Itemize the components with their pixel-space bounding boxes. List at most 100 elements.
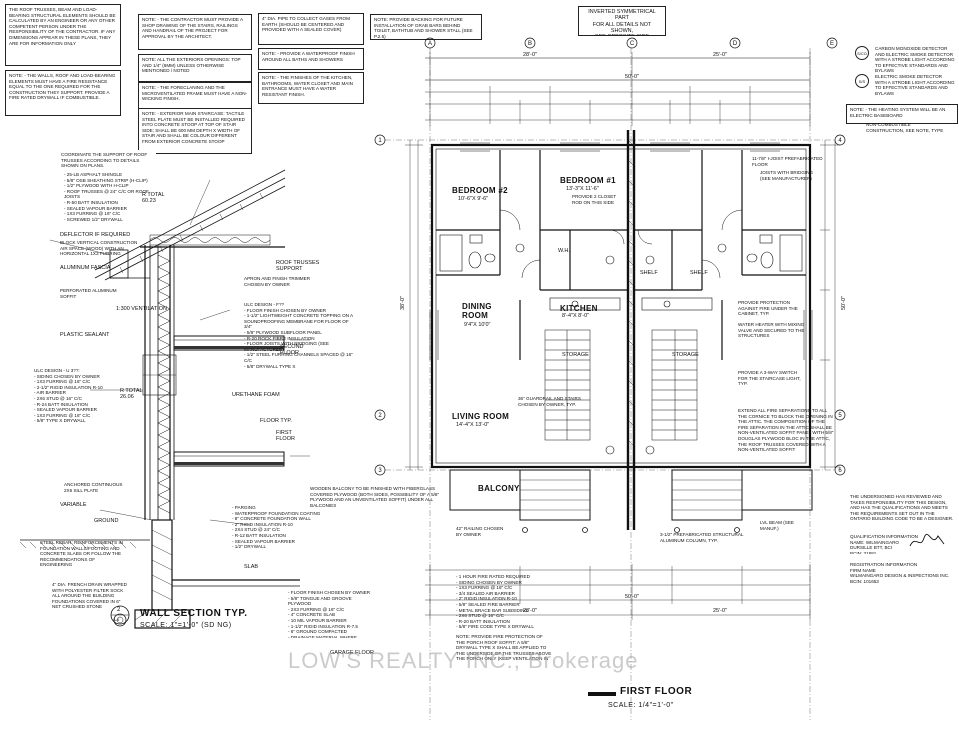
dim-bottom-right: 25'-0" xyxy=(713,608,727,614)
label-coordinate: Coordinate the support of roof trusses a… xyxy=(58,150,156,172)
label-soffit: Perforated aluminum soffit xyxy=(60,288,117,299)
note-fire-partition: Extend all fire separations to all the c… xyxy=(738,408,834,453)
label-grade: Ground xyxy=(94,518,119,524)
grid-row-4: 4 xyxy=(838,138,842,144)
label-shelf-right: SHELF xyxy=(690,270,708,276)
label-anchored: Anchored continuous 2x6 sill plate xyxy=(64,482,123,493)
note-heating: Note: - The heating system will be an el… xyxy=(846,104,958,124)
wall-section-drawing xyxy=(19,169,310,629)
room-living-dim: 14'-4"X 13'-0" xyxy=(456,422,490,428)
label-joists: Joists with bridging (see manufacturer) xyxy=(760,170,814,181)
grid-row-1: 1 xyxy=(378,138,382,144)
grid-row-6: 6 xyxy=(838,468,842,474)
label-closet: Provide 2 closet rod on this side xyxy=(572,194,617,205)
note-all-exteriors: Note: All the exteriors openings: top an… xyxy=(138,54,252,82)
note-finishes: Note: - The finishes of the kitchen, bat… xyxy=(258,72,364,104)
grid-col-a: A xyxy=(428,41,432,47)
label-first-floor: First floor xyxy=(276,430,295,442)
registration-info: REGISTRATION INFORMATION Firm name Wilma… xyxy=(850,562,950,584)
label-storage-left: STORAGE xyxy=(562,352,589,358)
label-aluminum-fascia: Aluminum fascia xyxy=(60,265,111,271)
grid-row-3: 3 xyxy=(378,468,382,474)
label-roof-support: Roof trusses support xyxy=(276,260,320,272)
label-ulc-fire: - 1 hour fire rated required - siding ch… xyxy=(456,574,534,630)
wall-section-scale: SCALE: 1"=1'-0" (SD NG) xyxy=(140,622,232,629)
label-apron: Apron and finish trimmer chosen by owner xyxy=(244,276,311,287)
label-guardrail: 36" guardrail and stairs chosen by owner… xyxy=(518,396,581,407)
label-ventilation: 1:300 ventilation xyxy=(116,306,167,312)
legend-smoke: Electric smoke detector with a strobe li… xyxy=(872,72,958,96)
label-ulc-wall: ULC design - U 3??: - Siding chosen by o… xyxy=(34,368,103,424)
dim-bottom-left: 28'-0" xyxy=(523,608,537,614)
smoke-detector-icon: S/S xyxy=(855,74,869,88)
watermark-text: LOW'S REALTY INC., Brokerage xyxy=(288,648,639,673)
note-foreclaning: Note: - The foreclaning and the microven… xyxy=(138,82,252,110)
room-dining: DINING ROOM xyxy=(462,302,492,320)
note-non-combustible: Non-combustible construction, see note, … xyxy=(866,122,944,133)
label-storage-right: STORAGE xyxy=(672,352,699,358)
note-walls-roof: Note: - The walls, roof and load-bearing… xyxy=(5,70,121,116)
note-fire-separation: Note: Provide fire protection of the por… xyxy=(456,634,552,662)
legend-co: Carbon monoxide detector and electric sm… xyxy=(872,44,958,72)
grid-col-e: E xyxy=(830,41,834,47)
grid-row-2: 2 xyxy=(378,413,382,419)
label-lvl-beam: LVL beam (see manuf.) xyxy=(760,520,794,531)
section-number: 2 xyxy=(117,607,121,613)
room-dining-dim: 9'4"X 10'0" xyxy=(464,322,491,328)
label-variable: Variable xyxy=(60,502,87,508)
co-detector-icon: S/CO xyxy=(855,46,869,60)
label-foundation: - Parging - waterproof foundation coatin… xyxy=(232,505,321,550)
label-fire-protection: Provide protection against fire under th… xyxy=(738,300,798,317)
label-drain: 4" dia. French drain wrapped with polyes… xyxy=(52,582,127,610)
signature-block: The undersigned has reviewed and takes r… xyxy=(850,494,954,522)
dim-top-left: 28'-0" xyxy=(523,52,537,58)
label-roof-comp: - 25-lb asphalt shingle - 5/8" OSB sheat… xyxy=(64,172,149,222)
grid-col-d: D xyxy=(733,41,738,47)
section-sheet: A-4 xyxy=(113,617,120,622)
label-r-total-wall: R total 26.06 xyxy=(120,388,143,400)
signature-mark xyxy=(909,533,945,547)
room-bedroom-2: BEDROOM #2 xyxy=(452,186,508,195)
label-prefab-column: 3-1/2" prefabricated structural aluminum… xyxy=(660,532,744,543)
first-floor-title: FIRST FLOOR xyxy=(616,686,697,697)
floor-plan-drawing: A B C D E 1 2 3 4 5 6 28'-0" 50'-0" 25'-… xyxy=(374,37,847,720)
note-drain-pipe: 4" dia. pipe to collect gases from earth… xyxy=(258,13,364,45)
label-second-floor: Second floor xyxy=(280,344,304,356)
label-deflector: Deflector if required xyxy=(60,232,131,238)
note-backing: Note: Provide backing for future install… xyxy=(370,14,482,40)
label-floor-typ: Floor typ. xyxy=(260,418,292,424)
roof-slope-line xyxy=(94,169,286,271)
first-floor-scale: SCALE: 1/4"=1'-0" xyxy=(608,702,674,709)
room-living: LIVING ROOM xyxy=(452,412,510,421)
label-wh: W.H. xyxy=(558,248,570,254)
label-switch: Provide a 3-way switch for the staircase… xyxy=(738,370,801,387)
label-ulc-floor: ULC design - F?? - Floor finish chosen b… xyxy=(244,302,353,368)
label-slab: Slab xyxy=(244,564,259,570)
grid-row-5: 5 xyxy=(838,413,842,419)
room-bedroom-1-dim: 13'-3"X 11'-6" xyxy=(566,186,599,192)
label-garage-floor: Garage floor xyxy=(330,650,375,656)
label-water-heater: Water heater with mixing valve and secur… xyxy=(738,322,805,339)
wall-section-title: WALL SECTION TYP. xyxy=(140,608,248,619)
dim-top-right: 25'-0" xyxy=(713,52,727,58)
label-prefab-floor: 11-7/8" I-joist prefabricated floor xyxy=(752,156,823,167)
note-inverted: Inverted symmetrical part for all detail… xyxy=(578,6,666,36)
note-waterproof: Note: - Provide a waterproof finish arou… xyxy=(258,48,364,70)
note-roof-trusses: The roof trusses, beam and load-bearing … xyxy=(5,4,121,66)
note-stairs-tactile: Note: - Exterior main staircase: tactile… xyxy=(138,108,252,154)
label-slab-comp: - Floor finish chosen by owner - 5/8" to… xyxy=(288,590,371,638)
dim-side-left: 38'-0" xyxy=(400,296,406,310)
grid-col-b: B xyxy=(528,41,532,47)
label-shelf-left: SHELF xyxy=(640,270,658,276)
label-block-vent: Block vertical construction air space (w… xyxy=(60,240,138,257)
note-contractor-stairs: Note: - The contractor must provide a sh… xyxy=(138,14,252,50)
dim-bottom-mid: 50'-0" xyxy=(625,594,639,600)
grid-col-c: C xyxy=(630,41,635,47)
label-railing: 42" railing chosen by owner xyxy=(456,526,504,537)
label-plastic-sealant: Plastic sealant xyxy=(60,332,110,338)
room-balcony: BALCONY xyxy=(478,484,520,493)
room-kitchen-dim: 8'-4"X 8'-0" xyxy=(562,313,590,319)
dim-top-mid: 50'-0" xyxy=(625,74,639,80)
note-balcony: Wooden balcony to be finished with fiber… xyxy=(310,486,440,508)
room-bedroom-1: BEDROOM #1 xyxy=(560,176,616,185)
